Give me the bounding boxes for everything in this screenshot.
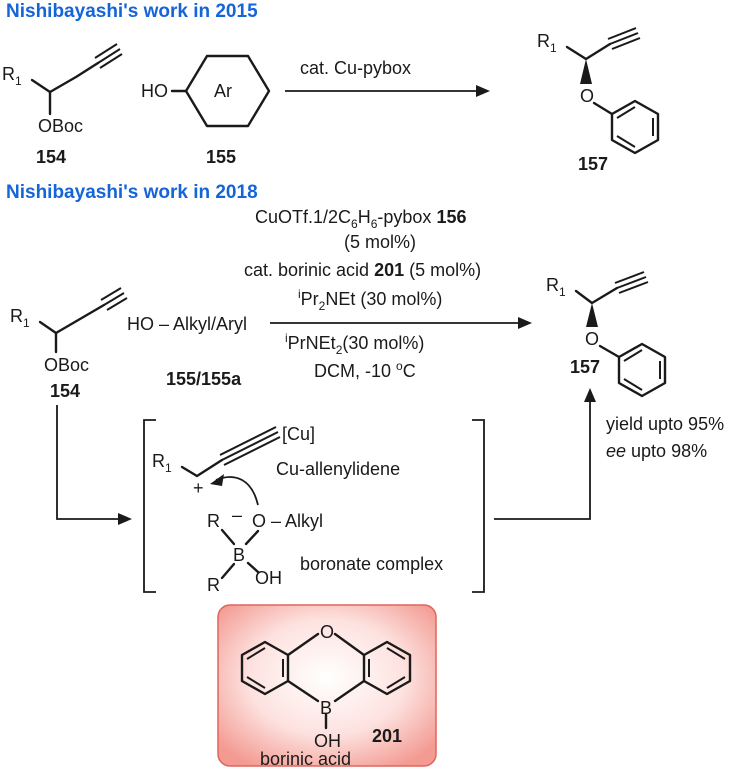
compound-157-2018: R1 O 157	[546, 271, 667, 398]
compound-154-2018: R1 OBoc 154	[10, 287, 128, 401]
svg-text:iPrNEt2(30 mol%): iPrNEt2(30 mol%)	[285, 331, 424, 357]
cu-allenylidene-label: Cu-allenylidene	[276, 459, 400, 479]
svg-text:OH: OH	[255, 568, 282, 588]
label-154-top: 154	[36, 147, 66, 167]
svg-text:O: O	[585, 329, 599, 349]
svg-text:O – Alkyl: O – Alkyl	[252, 511, 323, 531]
compound-157-top: R1 O 157	[537, 27, 660, 174]
cu-allenylidene-intermediate: R1 [Cu] + Cu-allenylidene	[152, 424, 400, 506]
compound-154-top: R1 OBoc 154	[2, 43, 123, 167]
borinic-acid-label: borinic acid	[260, 749, 351, 769]
svg-text:HO: HO	[141, 81, 168, 101]
ring-boron: B	[320, 698, 332, 718]
label-155-top: 155	[206, 147, 236, 167]
svg-text:R1: R1	[2, 64, 22, 88]
yield-text: yield upto 95%	[606, 414, 724, 434]
conditions-2018: CuOTf.1/2C6H6-pybox 156 (5 mol%) cat. bo…	[244, 207, 481, 381]
label-154-2018: 154	[50, 381, 80, 401]
svg-text:R: R	[207, 575, 220, 595]
svg-text:R: R	[207, 511, 220, 531]
label-155-155a: 155/155a	[166, 369, 242, 389]
ring-oxygen: O	[320, 622, 334, 642]
header-2015: Nishibayashi's work in 2015	[6, 1, 258, 22]
boronate-complex-label: boronate complex	[300, 554, 443, 574]
boronate-complex-intermediate: R – O – Alkyl B R OH boronate complex	[207, 505, 443, 595]
svg-text:[Cu]: [Cu]	[282, 424, 315, 444]
svg-text:R1: R1	[152, 451, 172, 475]
svg-text:cat. borinic acid 201 (5 mol%): cat. borinic acid 201 (5 mol%)	[244, 260, 481, 280]
svg-text:+: +	[193, 478, 204, 498]
oboc-label: OBoc	[38, 116, 83, 136]
svg-text:iPr2NEt (30 mol%): iPr2NEt (30 mol%)	[298, 287, 442, 313]
ar-label: Ar	[214, 81, 232, 101]
borinic-acid-box: O B OH 201 borinic acid	[217, 604, 437, 769]
reagent-2018: HO – Alkyl/Aryl	[127, 314, 247, 334]
svg-text:R1: R1	[546, 275, 566, 299]
svg-text:R1: R1	[10, 306, 30, 330]
svg-text:B: B	[233, 545, 245, 565]
svg-text:–: –	[232, 505, 242, 525]
svg-text:CuOTf.1/2C6H6-pybox 156: CuOTf.1/2C6H6-pybox 156	[255, 207, 466, 231]
label-157-top: 157	[578, 154, 608, 174]
svg-text:OBoc: OBoc	[44, 355, 89, 375]
ee-text: ee upto 98%	[606, 441, 707, 461]
header-2018: Nishibayashi's work in 2018	[6, 182, 258, 203]
compound-155-top: HO Ar 155	[141, 54, 271, 167]
label-157-2018: 157	[570, 357, 600, 377]
label-201: 201	[372, 726, 402, 746]
condition-2015: cat. Cu-pybox	[300, 58, 411, 78]
ring-oh: OH	[314, 731, 341, 751]
svg-text:O: O	[580, 86, 594, 106]
svg-text:R1: R1	[537, 31, 557, 55]
svg-text:DCM, -10 oC: DCM, -10 oC	[314, 359, 416, 381]
svg-text:(5 mol%): (5 mol%)	[344, 232, 416, 252]
